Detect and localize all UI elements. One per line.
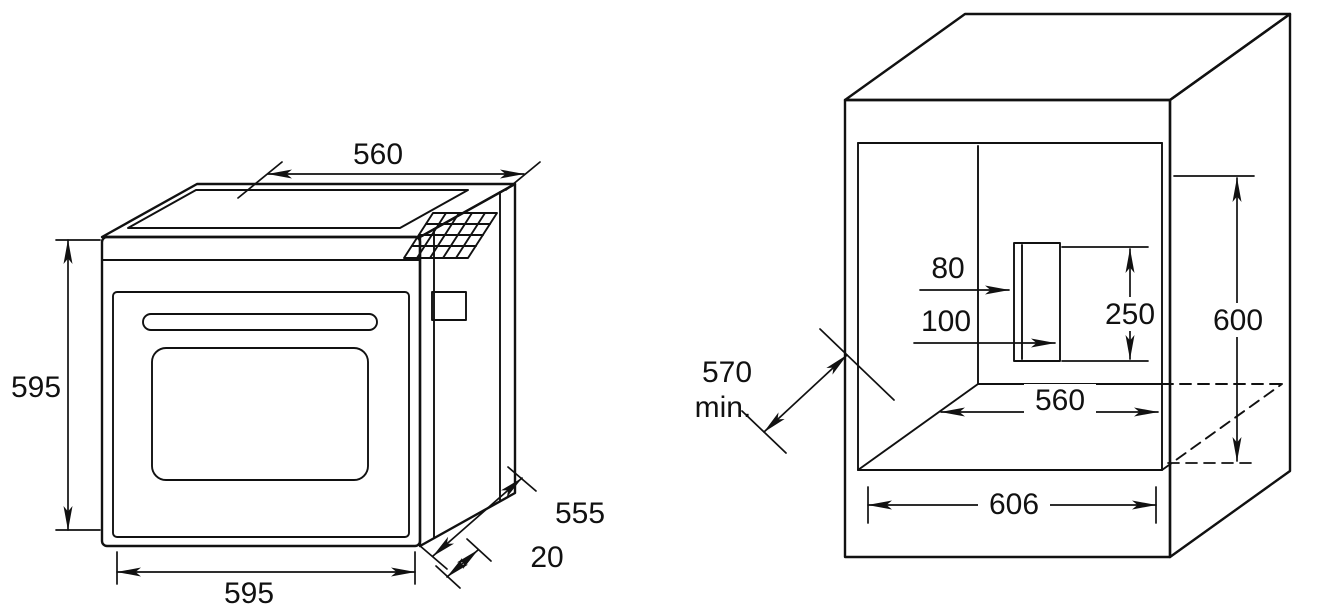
cabinet-dim-depth-min: 570 min. <box>695 328 895 454</box>
cabinet-drawing <box>843 12 1292 559</box>
cabinet-dim-cutout-offset: 100 <box>913 305 1056 348</box>
oven-dim-depth: 555 <box>418 466 605 570</box>
oven-dim-top-width: 560 <box>237 138 541 199</box>
oven-door-window <box>151 347 369 481</box>
cable-cutout <box>1013 242 1061 362</box>
oven-top-face <box>100 182 517 239</box>
cabinet-dim-niche-width: 560 <box>940 384 1159 417</box>
dim-label-depth-qualifier: min. <box>695 391 752 424</box>
dim-label-oven-height: 595 <box>11 371 61 404</box>
dim-label-cutout-height: 250 <box>1105 298 1155 331</box>
cabinet-dim-outer-width: 606 <box>867 486 1157 524</box>
niche-floor-left-edge <box>857 383 979 471</box>
oven-door-handle <box>142 313 378 331</box>
oven-dim-width: 595 <box>116 551 416 610</box>
dim-label-niche-height: 600 <box>1213 304 1263 337</box>
hidden-bottom-back-edge <box>1169 470 1291 558</box>
hidden-floor-right-edge <box>1161 383 1283 471</box>
dim-label-oven-front-protrusion: 20 <box>530 541 563 574</box>
oven-dim-height: 595 <box>11 239 101 531</box>
dim-label-oven-top-width: 560 <box>353 138 403 171</box>
dim-label-oven-width: 595 <box>224 577 274 610</box>
cabinet-top-face <box>843 12 1292 102</box>
oven-top-recess-panel <box>127 189 469 229</box>
dim-label-niche-width: 560 <box>1035 384 1085 417</box>
dim-label-outer-width: 606 <box>989 488 1039 521</box>
cabinet-dim-cutout-height: 250 <box>1061 246 1160 362</box>
cabinet-right-face <box>1168 12 1292 559</box>
dim-label-depth-value: 570 <box>702 356 752 389</box>
dim-label-cutout-width: 80 <box>931 252 964 285</box>
cabinet-dim-niche-height: 600 <box>1167 175 1270 464</box>
oven-door <box>112 291 410 538</box>
dim-label-oven-depth: 555 <box>555 497 605 530</box>
oven-side-vent-detail <box>431 291 467 321</box>
oven-drawing <box>100 182 517 548</box>
cabinet-dim-cutout-width: 80 <box>919 252 1010 295</box>
oven-front-face <box>100 235 422 548</box>
dim-label-cutout-offset: 100 <box>921 305 971 338</box>
oven-dim-front-protrusion: 20 <box>435 538 564 589</box>
